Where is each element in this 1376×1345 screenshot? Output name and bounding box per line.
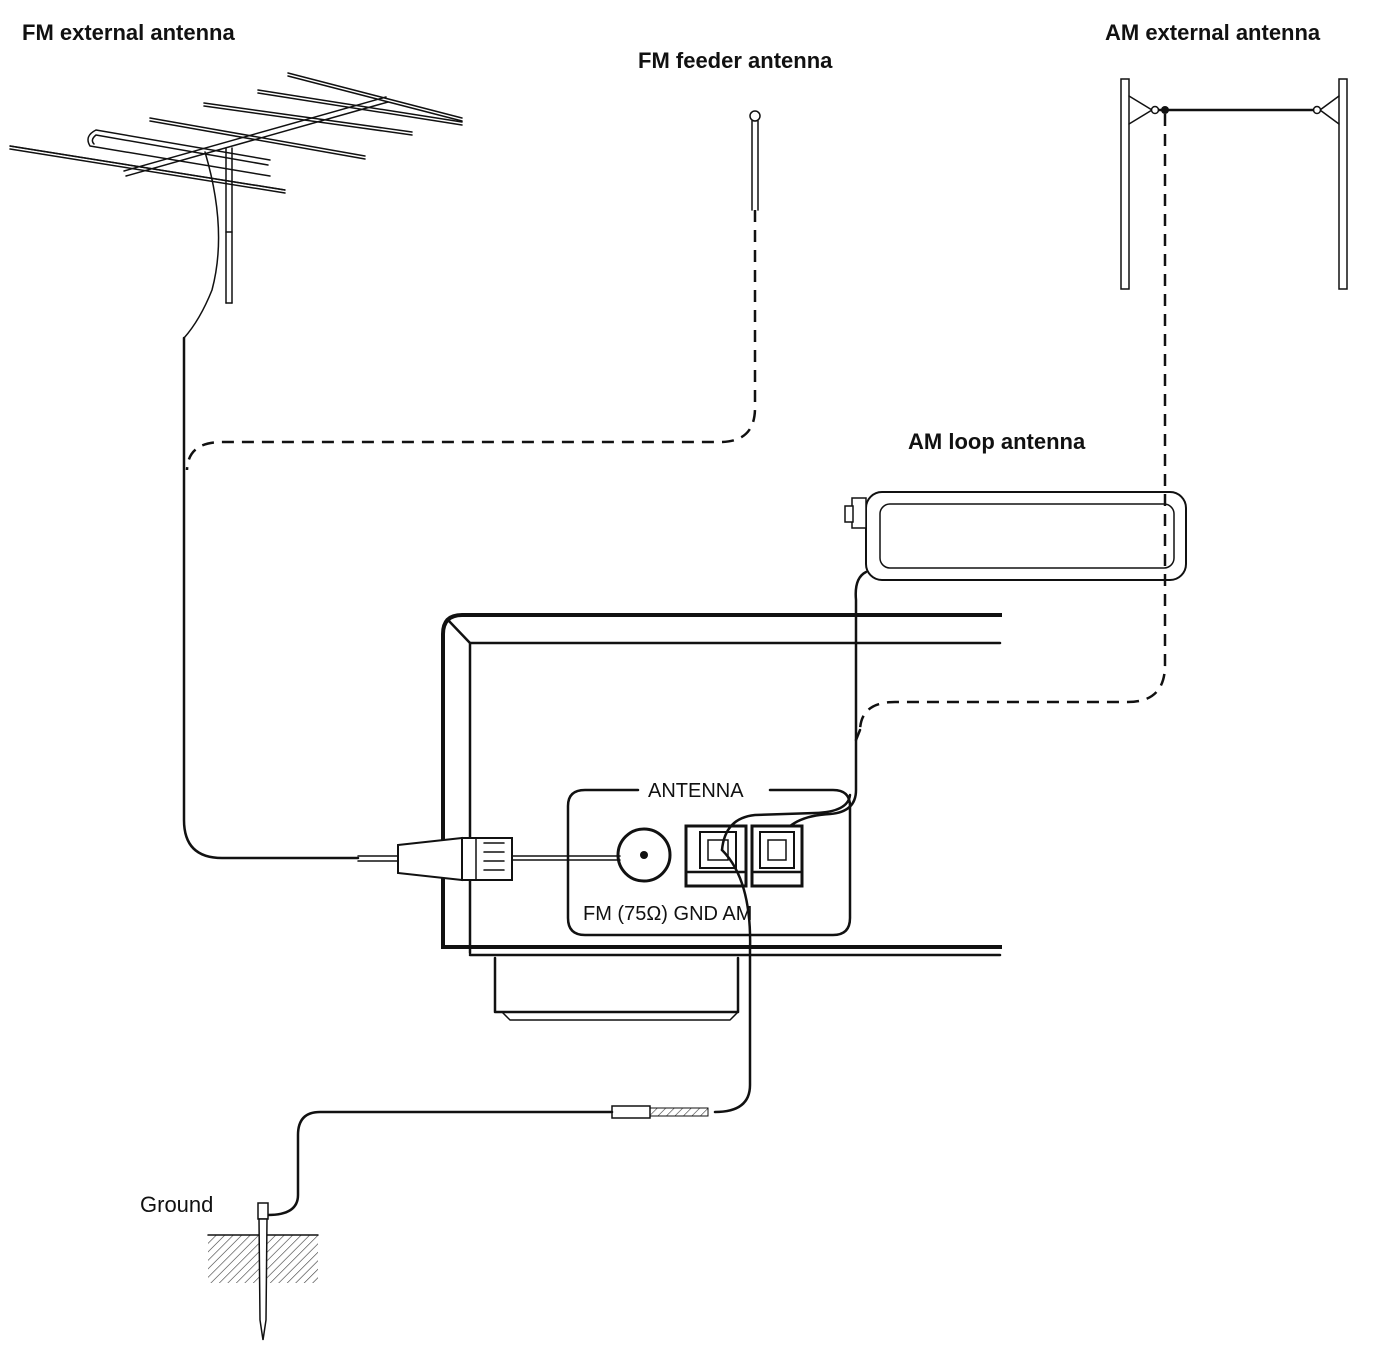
ground-wire-tip	[611, 1105, 709, 1119]
am-loop-cable	[777, 570, 868, 842]
fm-coax-plug	[357, 836, 621, 882]
am-external-lead	[854, 728, 862, 742]
ground-stake	[207, 1202, 319, 1341]
fm-feeder-antenna-drawing	[749, 110, 761, 211]
label-fm-external-antenna: FM external antenna	[22, 20, 235, 45]
ground-wire	[713, 848, 752, 1114]
receiver-rear-panel	[441, 613, 1002, 1021]
label-fm-feeder-antenna: FM feeder antenna	[638, 48, 833, 73]
fm-external-antenna-drawing	[9, 72, 463, 339]
am-loop-antenna-drawing	[844, 491, 1187, 581]
fm-feeder-cable	[185, 210, 757, 471]
fm-external-cable	[182, 336, 360, 860]
label-am-external-antenna: AM external antenna	[1105, 20, 1321, 45]
am-external-cable	[858, 114, 1167, 731]
ground-wire-to-stake	[266, 1110, 614, 1217]
panel-terminal-labels: FM (75Ω) GND AM	[583, 903, 752, 925]
label-ground: Ground	[140, 1192, 213, 1217]
label-am-loop-antenna: AM loop antenna	[908, 429, 1086, 454]
am-external-antenna-drawing	[1120, 78, 1348, 290]
am-lead-to-gnd	[720, 793, 852, 852]
panel-title-antenna: ANTENNA	[648, 780, 744, 802]
antenna-terminal-panel: ANTENNA FM (75Ω) GND AM	[566, 780, 852, 937]
